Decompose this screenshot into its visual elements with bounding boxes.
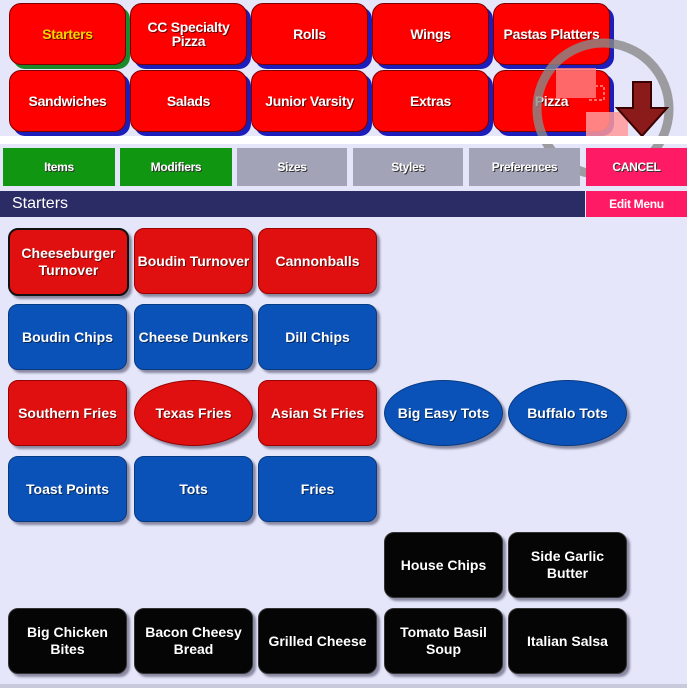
menu-item-tots[interactable]: Tots [134,456,253,522]
menu-item-big-easy-tots[interactable]: Big Easy Tots [384,380,503,446]
menu-item-grilled-cheese[interactable]: Grilled Cheese [258,608,377,674]
tab-styles[interactable]: Styles [353,148,463,186]
category-separator [0,136,687,144]
category-wings[interactable]: Wings [372,3,489,65]
menu-item-asian-st-fries[interactable]: Asian St Fries [258,380,377,446]
menu-item-house-chips[interactable]: House Chips [384,532,503,598]
bottom-strip [0,684,687,688]
category-pastas-platters[interactable]: Pastas Platters [493,3,610,65]
cancel-button[interactable]: CANCEL [586,148,687,186]
section-title: Starters [0,191,585,217]
category-rolls[interactable]: Rolls [251,3,368,65]
menu-item-dill-chips[interactable]: Dill Chips [258,304,377,370]
tab-preferences[interactable]: Preferences [469,148,580,186]
category-extras[interactable]: Extras [372,70,489,132]
menu-item-side-garlic-butter[interactable]: Side Garlic Butter [508,532,627,598]
menu-item-cannonballs[interactable]: Cannonballs [258,228,377,294]
category-salads[interactable]: Salads [130,70,247,132]
category-cc-specialty-pizza[interactable]: CC Specialty Pizza [130,3,247,65]
menu-item-southern-fries[interactable]: Southern Fries [8,380,127,446]
menu-item-big-chicken-bites[interactable]: Big Chicken Bites [8,608,127,674]
menu-item-fries[interactable]: Fries [258,456,377,522]
menu-item-bacon-cheesy-bread[interactable]: Bacon Cheesy Bread [134,608,253,674]
menu-item-cheeseburger-turnover[interactable]: Cheeseburger Turnover [8,228,129,296]
menu-item-italian-salsa[interactable]: Italian Salsa [508,608,627,674]
tab-items[interactable]: Items [3,148,115,186]
tab-modifiers[interactable]: Modifiers [120,148,232,186]
edit-menu-button[interactable]: Edit Menu [586,191,687,217]
tab-sizes[interactable]: Sizes [237,148,347,186]
category-starters[interactable]: Starters [9,3,126,65]
category-sandwiches[interactable]: Sandwiches [9,70,126,132]
menu-item-boudin-chips[interactable]: Boudin Chips [8,304,127,370]
category-junior-varsity[interactable]: Junior Varsity [251,70,368,132]
menu-item-texas-fries[interactable]: Texas Fries [134,380,253,446]
menu-item-cheese-dunkers[interactable]: Cheese Dunkers [134,304,253,370]
category-pizza[interactable]: Pizza [493,70,610,132]
menu-item-tomato-basil-soup[interactable]: Tomato Basil Soup [384,608,503,674]
menu-item-buffalo-tots[interactable]: Buffalo Tots [508,380,627,446]
menu-item-boudin-turnover[interactable]: Boudin Turnover [134,228,253,294]
menu-item-toast-points[interactable]: Toast Points [8,456,127,522]
